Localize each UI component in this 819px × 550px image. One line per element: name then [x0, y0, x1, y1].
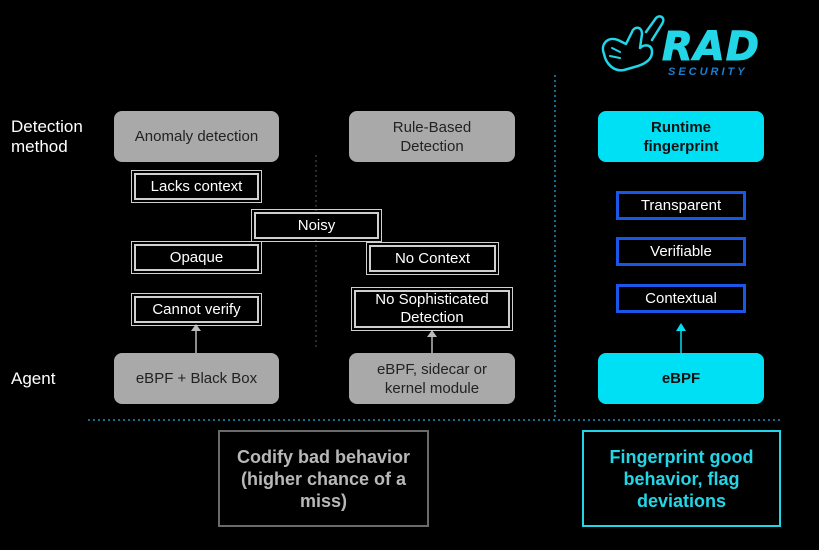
contextual-quality: Contextual [616, 284, 746, 313]
ebpf-agent-box: eBPF [598, 353, 764, 404]
logo-wordmark: RAD [662, 24, 760, 71]
codify-bad-behavior-summary: Codify bad behavior (higher chance of a … [218, 430, 429, 527]
rule-based-detection-box: Rule-Based Detection [349, 111, 515, 162]
ebpf-sidecar-kernel-agent: eBPF, sidecar or kernel module [349, 353, 515, 404]
shaka-hand-icon [601, 15, 665, 72]
transparent-quality: Transparent [616, 191, 746, 220]
runtime-fingerprint-box: Runtime fingerprint [598, 111, 764, 162]
noisy-issue: Noisy [251, 209, 382, 242]
detection-method-label: Detection method [11, 117, 83, 156]
anomaly-detection-box: Anomaly detection [114, 111, 279, 162]
cannot-verify-issue: Cannot verify [131, 293, 262, 326]
no-context-issue: No Context [366, 242, 499, 275]
opaque-issue: Opaque [131, 241, 262, 274]
logo-subtitle: SECURITY [668, 66, 748, 78]
rad-security-logo: RAD SECURITY [598, 14, 759, 84]
ebpf-black-box-agent: eBPF + Black Box [114, 353, 279, 404]
verifiable-quality: Verifiable [616, 237, 746, 266]
agent-label: Agent [11, 369, 56, 388]
lacks-context-issue: Lacks context [131, 170, 262, 203]
no-sophisticated-detection-issue: No Sophisticated Detection [351, 287, 513, 331]
fingerprint-good-behavior-summary: Fingerprint good behavior, flag deviatio… [582, 430, 781, 527]
